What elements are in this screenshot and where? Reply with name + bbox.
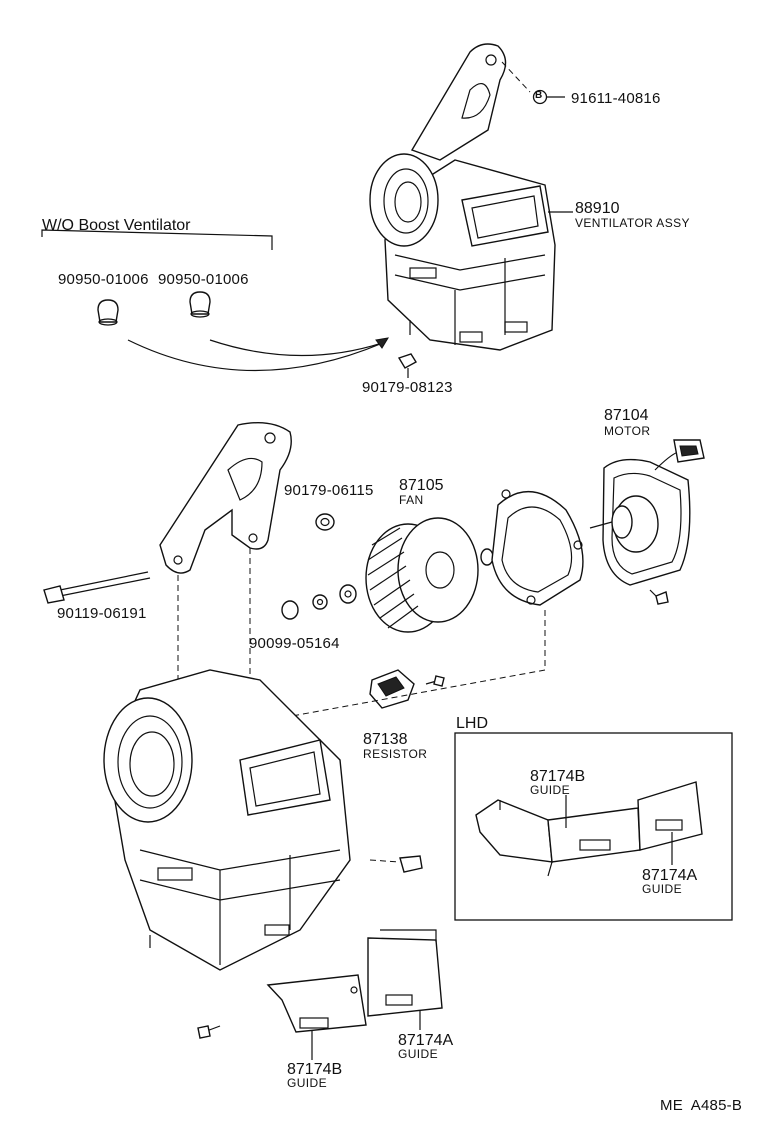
callout-guide-a-number: 87174A <box>398 1032 454 1049</box>
nut-icon <box>397 353 417 378</box>
b-marker-circle <box>532 89 548 105</box>
callout-guide-a-name: GUIDE <box>398 1047 439 1061</box>
blower-housing-illustration <box>103 669 423 971</box>
callout-fan-number: 87105 <box>399 477 444 494</box>
guide-a-illustration <box>367 929 443 1017</box>
mounting-bracket-illustration <box>159 422 292 574</box>
lhd-label: LHD <box>456 715 489 732</box>
callout-guide-b-name: GUIDE <box>287 1076 328 1090</box>
callout-motor-number: 87104 <box>604 407 649 424</box>
guide-b-illustration <box>266 974 367 1033</box>
callout-lhd-guide-a-name: GUIDE <box>642 882 683 896</box>
screw-icon <box>197 1025 221 1039</box>
callout-lhd-guide-b-number: 87174B <box>530 768 586 785</box>
ventilator-assy-illustration <box>369 43 556 351</box>
callout-bolt-number: 91611-40816 <box>571 90 661 107</box>
footer-code: ME A485-B <box>660 1097 743 1114</box>
motor-illustration <box>589 439 705 605</box>
callout-motor-name: MOTOR <box>604 424 651 438</box>
callout-long-bolt: 90119-06191 <box>57 605 147 622</box>
callout-resistor-number: 87138 <box>363 731 408 748</box>
callout-lhd-guide-a-number: 87174A <box>642 867 698 884</box>
callout-nut-fan: 90179-06115 <box>284 482 374 499</box>
lhd-guide-illustration <box>475 781 703 877</box>
callout-washer: 90099-05164 <box>249 635 340 652</box>
wo-boost-bracket <box>41 229 273 250</box>
plug-icon <box>97 299 119 326</box>
resistor-illustration <box>369 669 445 709</box>
callout-fan-name: FAN <box>399 493 424 507</box>
lhd-box <box>454 732 733 921</box>
fan-illustration <box>365 517 494 633</box>
callout-ventilator-number: 88910 <box>575 200 620 217</box>
callout-ventilator-name: VENTILATOR ASSY <box>575 216 690 230</box>
long-bolt-icon <box>43 571 151 604</box>
plug-icon <box>189 291 211 318</box>
callout-resistor-name: RESISTOR <box>363 747 428 761</box>
callout-nut-top: 90179-08123 <box>362 379 453 396</box>
callout-bolt-marker: B <box>535 90 543 101</box>
washer-icons <box>281 584 357 620</box>
callout-plug-2: 90950-01006 <box>158 271 249 288</box>
callout-guide-b-number: 87174B <box>287 1061 343 1078</box>
nut-icon <box>315 513 335 531</box>
callout-plug-1: 90950-01006 <box>58 271 149 288</box>
callout-lhd-guide-b-name: GUIDE <box>530 783 571 797</box>
gasket-illustration <box>491 489 584 606</box>
group-header-wo-boost: W/O Boost Ventilator <box>42 217 191 234</box>
